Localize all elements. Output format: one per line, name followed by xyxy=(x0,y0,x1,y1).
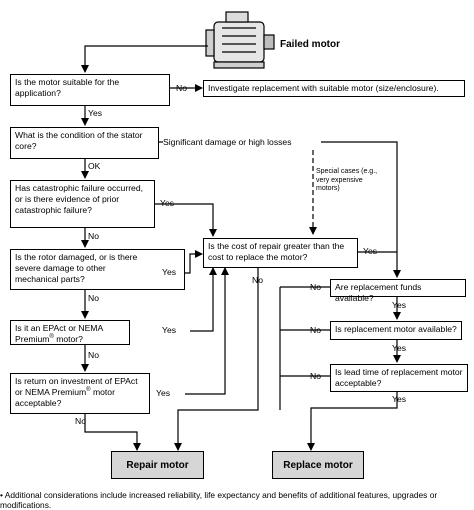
terminal-repair-motor: Repair motor xyxy=(111,451,204,479)
question-replacement-available: Is replacement motor available? xyxy=(330,321,462,340)
connector-q6-no xyxy=(84,414,141,451)
motor-icon xyxy=(205,11,275,69)
question-epact-nema-suffix: motor? xyxy=(53,334,83,344)
label-q1-no: No xyxy=(176,83,187,93)
note-significant-damage: Significant damage or high losses xyxy=(163,137,292,147)
terminal-replace-motor: Replace motor xyxy=(272,451,364,479)
question-funds-available: Are replacement funds available? xyxy=(330,279,466,303)
label-q3-no: No xyxy=(88,231,99,241)
failed-motor-label: Failed motor xyxy=(280,39,341,50)
question-motor-suitable: Is the motor suitable for the applicatio… xyxy=(10,74,170,106)
connector-q6-yes xyxy=(185,267,229,395)
question-epact-nema: Is it an EPAct or NEMA Premium® motor? xyxy=(10,320,130,345)
connector-motor-q1 xyxy=(81,45,208,73)
label-q5-no: No xyxy=(88,350,99,360)
question-rotor-damaged: Is the rotor damaged, or is there severe… xyxy=(10,249,185,290)
label-avail-no: No xyxy=(310,325,321,335)
question-cost-comparison: Is the cost of repair greater than the c… xyxy=(203,238,358,268)
question-roi-text: Is return on investment of EPAct or NEMA… xyxy=(15,376,138,397)
connector-cost-no xyxy=(174,268,259,451)
connector-q3-yes xyxy=(155,203,217,237)
label-avail-yes: Yes xyxy=(392,343,407,353)
question-roi-acceptable: Is return on investment of EPAct or NEMA… xyxy=(10,373,150,414)
label-q4-no: No xyxy=(88,293,99,303)
question-catastrophic-failure: Has catastrophic failure occurred, or is… xyxy=(10,180,155,228)
label-lead-no: No xyxy=(310,371,321,381)
label-q6-yes: Yes xyxy=(156,388,171,398)
question-epact-nema-text: Is it an EPAct or NEMA Premium xyxy=(15,323,103,344)
connector-lead-yes xyxy=(307,392,398,451)
question-stator-core: What is the condition of the stator core… xyxy=(10,127,159,159)
action-investigate-replacement: Investigate replacement with suitable mo… xyxy=(203,80,465,97)
registered-mark: ® xyxy=(86,387,91,394)
label-funds-yes: Yes xyxy=(392,300,407,310)
connector-q5-yes xyxy=(190,267,217,332)
connector-damage-funds xyxy=(321,141,401,278)
label-q2-ok: OK xyxy=(88,161,101,171)
label-q4-yes: Yes xyxy=(162,267,177,277)
connector-q4-yes xyxy=(185,250,203,274)
registered-mark: ® xyxy=(49,334,54,341)
label-cost-no: No xyxy=(252,275,263,285)
note-special-cases: Special cases (e.g., very expensive moto… xyxy=(316,168,378,192)
label-lead-yes: Yes xyxy=(392,394,407,404)
footnote: • Additional considerations include incr… xyxy=(0,490,438,510)
question-roi-suffix: motor acceptable? xyxy=(15,387,115,408)
label-q3-yes: Yes xyxy=(160,198,175,208)
label-q5-yes: Yes xyxy=(162,325,177,335)
label-cost-yes: Yes xyxy=(363,246,378,256)
label-q6-no: No xyxy=(75,416,86,426)
label-q1-yes: Yes xyxy=(88,108,103,118)
label-funds-no: No xyxy=(310,282,321,292)
question-lead-time: Is lead time of replacement motor accept… xyxy=(330,364,468,392)
